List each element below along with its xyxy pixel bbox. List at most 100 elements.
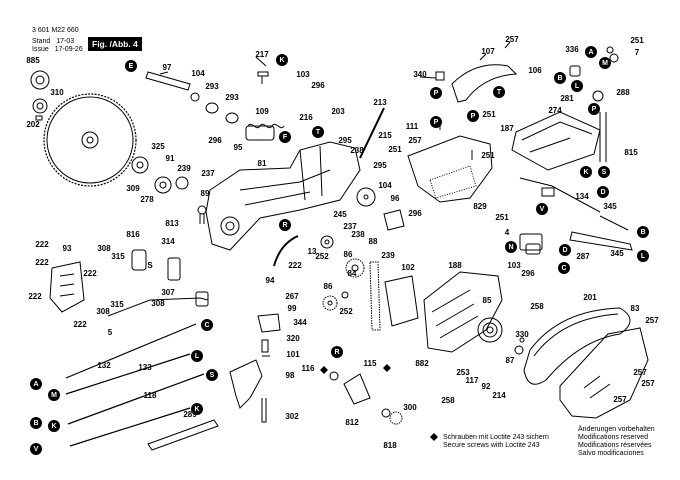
- gear-housing-188: [423, 271, 503, 353]
- part-label-216: 216: [299, 113, 313, 122]
- part-label-302: 302: [285, 412, 299, 421]
- reference-marker-p: P: [588, 103, 600, 115]
- part-label-109: 109: [255, 107, 269, 116]
- part-label-816: 816: [126, 230, 140, 239]
- reference-marker-d: D: [597, 186, 609, 198]
- reference-marker-k: K: [276, 54, 288, 66]
- notice-de: Änderungen vorbehalten: [578, 426, 655, 433]
- loctite-legend: Schrauben mit Loctite 243 sichern Secure…: [443, 434, 549, 450]
- cable-307: [149, 297, 209, 301]
- part-label-325: 325: [151, 142, 165, 151]
- reference-letter: P: [434, 90, 439, 97]
- part-label-202: 202: [26, 120, 40, 129]
- stand-date: 17-03: [56, 38, 75, 45]
- part-label-102: 102: [401, 263, 415, 272]
- reference-marker-p: P: [430, 87, 442, 99]
- part-label-88: 88: [369, 237, 378, 246]
- housing-815: [511, 111, 601, 171]
- part-label-315: 315: [110, 300, 124, 309]
- modification-notice: Änderungen vorbehalten Modifications res…: [578, 426, 655, 458]
- part-label-345: 345: [610, 249, 624, 258]
- part-label-93: 93: [63, 244, 72, 253]
- reference-letter: M: [602, 60, 608, 67]
- reference-letter: K: [279, 57, 284, 64]
- reference-letter: A: [33, 381, 38, 388]
- part-label-251: 251: [495, 213, 509, 222]
- part-label-217: 217: [255, 50, 269, 59]
- part-number-labels: 8853102029710429329310921710329621620321…: [26, 35, 659, 450]
- reference-letter: L: [641, 253, 646, 260]
- reference-letter: B: [557, 75, 562, 82]
- reference-letter: F: [283, 134, 288, 141]
- reference-marker-e: E: [125, 60, 137, 72]
- part-label-104: 104: [378, 181, 392, 190]
- part-label-95: 95: [234, 143, 243, 152]
- reference-marker-a: A: [585, 46, 597, 58]
- part-label-238: 238: [350, 146, 364, 155]
- part-label-201: 201: [583, 293, 597, 302]
- loctite-diamond-icon: [383, 364, 391, 372]
- reference-letter: K: [194, 406, 199, 413]
- part-label-237: 237: [201, 169, 215, 178]
- part-label-257: 257: [641, 379, 655, 388]
- part-label-5: 5: [108, 328, 113, 337]
- bracket-98: [229, 359, 263, 409]
- cable-134: [519, 177, 601, 213]
- part-label-103: 103: [507, 261, 521, 270]
- reference-letter: B: [640, 229, 645, 236]
- reference-letter: C: [204, 322, 209, 329]
- part-label-97: 97: [163, 63, 172, 72]
- part-label-296: 296: [408, 209, 422, 218]
- part-label-115: 115: [364, 359, 377, 368]
- part-label-251: 251: [388, 145, 402, 154]
- issue-label: Issue: [32, 46, 49, 53]
- reference-marker-b: B: [637, 226, 649, 238]
- part-label-310: 310: [50, 88, 64, 97]
- part-label-252: 252: [339, 307, 353, 316]
- part-label-281: 281: [560, 94, 574, 103]
- part-label-344: 344: [293, 318, 307, 327]
- reference-marker-l: L: [637, 250, 649, 262]
- part-label-13: 13: [308, 247, 317, 256]
- belt-239: [369, 261, 381, 331]
- part-label-92: 92: [482, 382, 491, 391]
- part-label-81: 81: [258, 159, 267, 168]
- rod-132: [65, 353, 191, 395]
- loctite-legend-de: Schrauben mit Loctite 243 sichern: [443, 434, 549, 441]
- reference-letter: N: [508, 244, 513, 251]
- part-label-287: 287: [576, 252, 590, 261]
- reference-letter: V: [540, 206, 545, 213]
- reference-letter: R: [334, 349, 339, 356]
- part-label-258: 258: [530, 302, 544, 311]
- reference-letter: P: [592, 106, 597, 113]
- part-label-133: 133: [138, 363, 152, 372]
- part-label-101: 101: [286, 350, 300, 359]
- doc-number: 3 601 M22 660: [32, 27, 79, 34]
- part-label-330: 330: [515, 330, 529, 339]
- part-label-213: 213: [373, 98, 387, 107]
- part-label-278: 278: [140, 195, 154, 204]
- part-label-882: 882: [415, 359, 429, 368]
- reference-marker-d: D: [559, 244, 571, 256]
- part-label-300: 300: [403, 403, 417, 412]
- part-label-314: 314: [161, 237, 175, 246]
- reference-letter: M: [51, 392, 57, 399]
- reference-marker-p: P: [430, 116, 442, 128]
- shaft-97: [145, 71, 191, 91]
- flange-310: [32, 98, 48, 114]
- reference-marker-m: M: [599, 57, 611, 69]
- part-label-818: 818: [383, 441, 397, 450]
- part-label-315: 315: [111, 252, 125, 261]
- loctite-diamond-icon: [430, 433, 438, 441]
- reference-letter: C: [561, 265, 566, 272]
- part-label-107: 107: [481, 47, 495, 56]
- part-label-4: 4: [505, 228, 510, 237]
- part-label-295: 295: [338, 136, 352, 145]
- reference-marker-v: V: [536, 203, 548, 215]
- reference-letter: T: [316, 129, 321, 136]
- part-label-257: 257: [633, 368, 647, 377]
- notice-es: Salvo modificaciones: [578, 450, 644, 457]
- part-label-222: 222: [35, 240, 49, 249]
